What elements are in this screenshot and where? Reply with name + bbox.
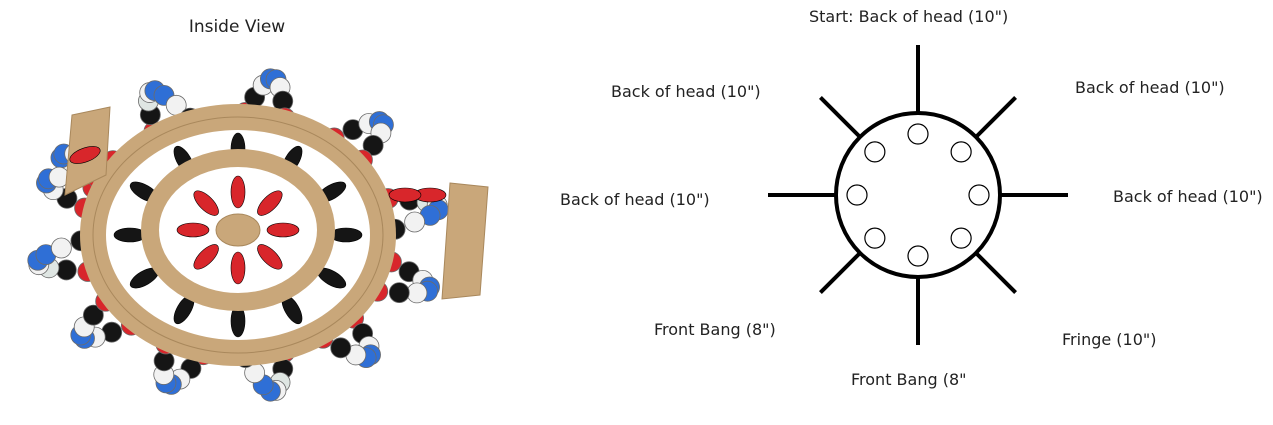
label-right: Back of head (10"): [1113, 187, 1263, 207]
label-bottom-right: Fringe (10"): [1062, 330, 1157, 350]
bead: [254, 187, 287, 220]
label-left: Back of head (10"): [560, 190, 710, 210]
hole-circle: [908, 124, 928, 144]
label-top-left: Back of head (10"): [611, 82, 761, 102]
hole-circle: [969, 185, 989, 205]
bead: [405, 212, 425, 232]
photo-title: Inside View: [137, 17, 337, 37]
hole-circle: [951, 142, 971, 162]
bead: [51, 238, 71, 258]
strand-bottom-left: [820, 253, 860, 293]
hole-circle: [865, 142, 885, 162]
bead: [56, 260, 76, 280]
label-bottom-left: Front Bang (8"): [654, 320, 776, 340]
beaded-craft-photo: [10, 55, 510, 425]
label-top: Start: Back of head (10"): [809, 7, 1008, 27]
bead: [389, 283, 409, 303]
bead: [231, 176, 245, 208]
bead: [254, 241, 287, 274]
hole-diagram: [540, 0, 1273, 425]
strand-top-left: [820, 97, 860, 137]
center-knot: [216, 214, 260, 246]
bead: [190, 187, 223, 220]
bead: [267, 223, 299, 237]
bead: [389, 188, 421, 202]
hole-circle: [865, 228, 885, 248]
bead: [177, 223, 209, 237]
hole-circle: [847, 185, 867, 205]
leather-tab-right: [442, 183, 488, 299]
hole-circle: [908, 246, 928, 266]
label-top-right: Back of head (10"): [1075, 78, 1225, 98]
label-bottom: Front Bang (8": [851, 370, 967, 390]
bead: [190, 241, 223, 274]
bead: [231, 252, 245, 284]
hole-circle: [951, 228, 971, 248]
bead: [331, 338, 351, 358]
bead: [407, 283, 427, 303]
strand-top-right: [976, 97, 1016, 137]
strand-bottom-right: [976, 253, 1016, 293]
inside-view-panel: Inside View: [0, 0, 520, 425]
